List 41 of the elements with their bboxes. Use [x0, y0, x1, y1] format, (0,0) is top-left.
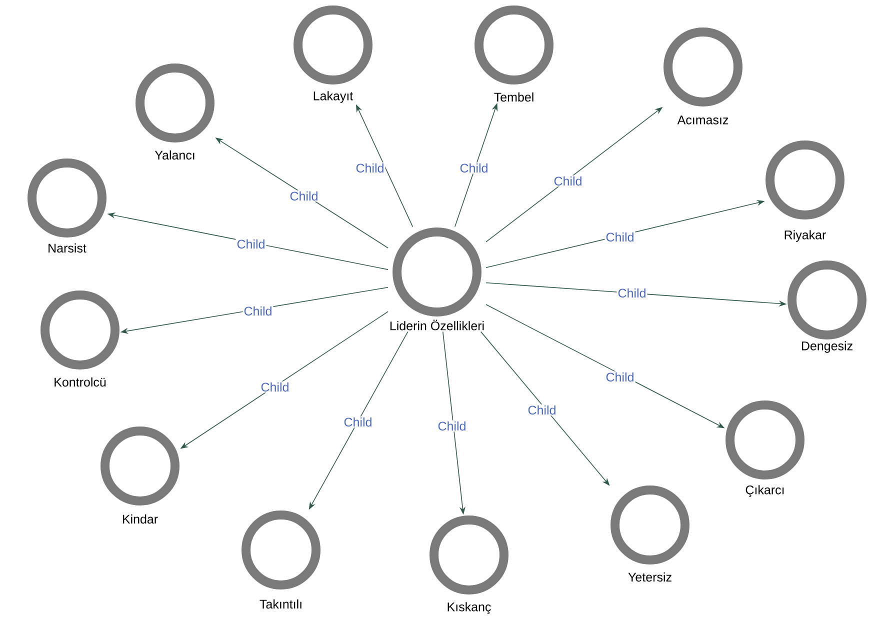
ring-node: Yetersiz: [610, 486, 690, 582]
edge-label: Child: [354, 162, 386, 174]
node-label: Tembel: [494, 92, 534, 102]
ring-node: Yalancı: [136, 64, 214, 160]
node-label: Kindar: [122, 514, 158, 524]
ring-node: Kindar: [100, 426, 180, 524]
ring-node: Takıntılı: [242, 510, 320, 609]
edge-label: Child: [552, 175, 584, 187]
node-label: Liderin Özellikleri: [390, 320, 484, 330]
ring-node: Dengesiz: [788, 260, 866, 353]
node-label: Yalancı: [154, 150, 194, 160]
ring-node: Kıskanç: [430, 516, 508, 614]
node-label: Narsist: [48, 243, 86, 253]
edge-label: Child: [604, 231, 636, 243]
edge-label: Child: [260, 381, 290, 393]
edge-label: Child: [236, 238, 266, 250]
ring-node: Liderin Özellikleri: [390, 228, 484, 330]
edge-label: Child: [616, 287, 648, 299]
ring-node: Acımasız: [664, 28, 742, 124]
edge-label: Child: [242, 305, 274, 317]
node-label: Çıkarcı: [746, 485, 784, 497]
node-label: Acımasız: [677, 116, 728, 124]
node-label: Kontrolcü: [54, 377, 106, 387]
node-label: Yetersiz: [628, 572, 672, 582]
node-label: Kıskanç: [448, 602, 491, 614]
edge-label: Child: [436, 420, 468, 432]
ring-node: Tembel: [474, 6, 554, 102]
node-label: Lakayıt: [314, 91, 354, 103]
ring-node: Riyakar: [766, 140, 844, 242]
ring-node: Narsist: [28, 158, 106, 253]
node-label: Dengesiz: [802, 341, 852, 353]
ring-node: Lakayıt: [294, 6, 372, 103]
ring-node: Çıkarcı: [726, 400, 804, 497]
edge-label: Child: [342, 416, 374, 428]
edge-label: Child: [526, 404, 558, 416]
node-label: Takıntılı: [260, 599, 302, 609]
ring-node: Kontrolcü: [40, 290, 120, 387]
edge-label: Child: [458, 162, 490, 174]
edge-label: Child: [288, 190, 320, 202]
node-label: Riyakar: [784, 230, 826, 242]
edge-label: Child: [604, 371, 636, 383]
